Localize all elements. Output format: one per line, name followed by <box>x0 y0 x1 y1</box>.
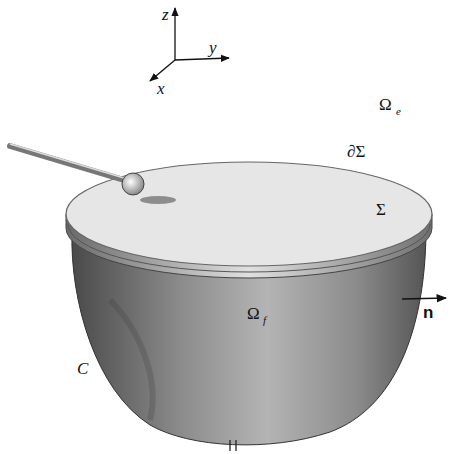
domain-symbol: Ω <box>247 305 260 322</box>
membrane-label: Σ <box>376 201 386 218</box>
mallet-head <box>122 173 144 195</box>
axis-label: x <box>157 80 165 97</box>
z-axis <box>174 8 175 60</box>
normal-label: n <box>423 304 433 321</box>
domain-subscript: e <box>396 106 401 117</box>
mallet-stick <box>10 146 124 180</box>
drain-mark <box>235 440 236 451</box>
axes <box>150 8 229 81</box>
drain-marks <box>230 440 236 451</box>
drain-mark <box>229 440 230 451</box>
normal-arrow <box>402 298 446 299</box>
kettle-label: C <box>77 360 88 377</box>
kettle-shade <box>110 300 153 420</box>
domain-subscript: f <box>263 315 266 326</box>
axis-label: z <box>162 6 169 23</box>
boundary-label: ∂Σ <box>347 143 365 160</box>
impact-spot <box>140 196 176 204</box>
axis-label: y <box>209 39 217 56</box>
mallet-highlight <box>10 144 124 178</box>
x-axis <box>150 60 175 81</box>
domain-symbol: Ω <box>379 96 392 113</box>
y-axis <box>175 58 229 60</box>
